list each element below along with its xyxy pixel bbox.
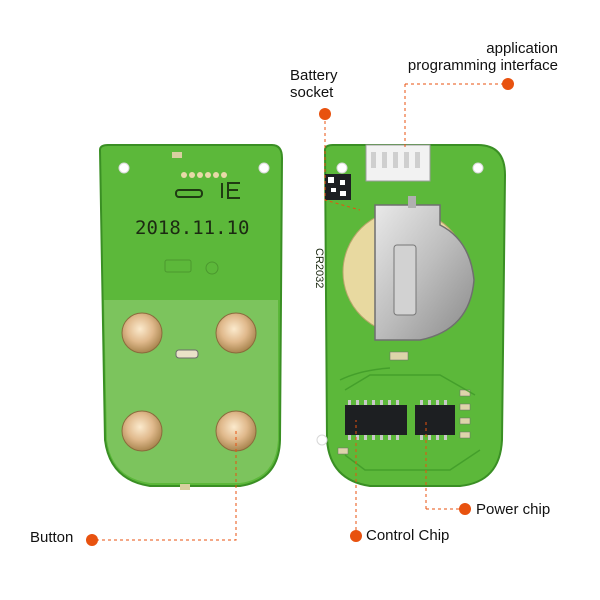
power-chip	[415, 405, 455, 435]
button-pad	[121, 312, 163, 354]
button-marker	[86, 534, 98, 546]
pcb-date: 2018.11.10	[135, 217, 249, 239]
callout-dots	[86, 78, 514, 546]
battery-leader-line	[324, 115, 361, 211]
mount-hole	[472, 162, 484, 174]
application-label-line2: programming interface	[407, 57, 558, 74]
application-marker	[502, 78, 514, 90]
power-chip-marker	[459, 503, 471, 515]
smd-part	[172, 152, 182, 158]
smd-part	[180, 484, 190, 490]
button-pad	[121, 410, 163, 452]
pcb-traces	[339, 367, 481, 471]
application-leader-line	[404, 83, 505, 150]
mount-hole	[118, 162, 130, 174]
battery-socket	[342, 196, 475, 341]
application-label-line1: application	[486, 40, 558, 57]
chip-legs	[348, 400, 447, 440]
application-interface-label: application programming interface	[408, 40, 558, 74]
power-chip-leader-line	[425, 420, 462, 510]
led-part	[175, 349, 199, 359]
button-pad	[215, 312, 257, 354]
ic-logo-mark	[221, 182, 240, 199]
battery-model: CR2032	[313, 248, 325, 288]
battery-label-line2: socket	[290, 84, 334, 101]
programming-connector	[365, 144, 431, 182]
control-chip-marker	[350, 530, 362, 542]
battery-label-line1: Battery	[290, 67, 338, 84]
callout-lines	[96, 83, 505, 541]
right-board: CR2032	[313, 144, 507, 487]
left-board: 2018.11.10	[98, 144, 284, 490]
mount-hole	[316, 434, 328, 446]
mount-hole	[336, 162, 348, 174]
button-leader-line	[96, 431, 237, 541]
mount-hole	[258, 162, 270, 174]
button-label: Button	[30, 529, 74, 546]
control-chip	[345, 405, 407, 435]
battery-marker	[319, 108, 331, 120]
silkscreen-marks	[164, 259, 219, 275]
qr-code	[325, 174, 351, 200]
power-chip-label: Power chip	[476, 501, 551, 518]
left-pcb-outline	[98, 144, 284, 487]
contact-pads	[175, 172, 227, 198]
battery-socket-label: Battery socket	[290, 67, 338, 101]
control-chip-label: Control Chip	[366, 527, 450, 544]
